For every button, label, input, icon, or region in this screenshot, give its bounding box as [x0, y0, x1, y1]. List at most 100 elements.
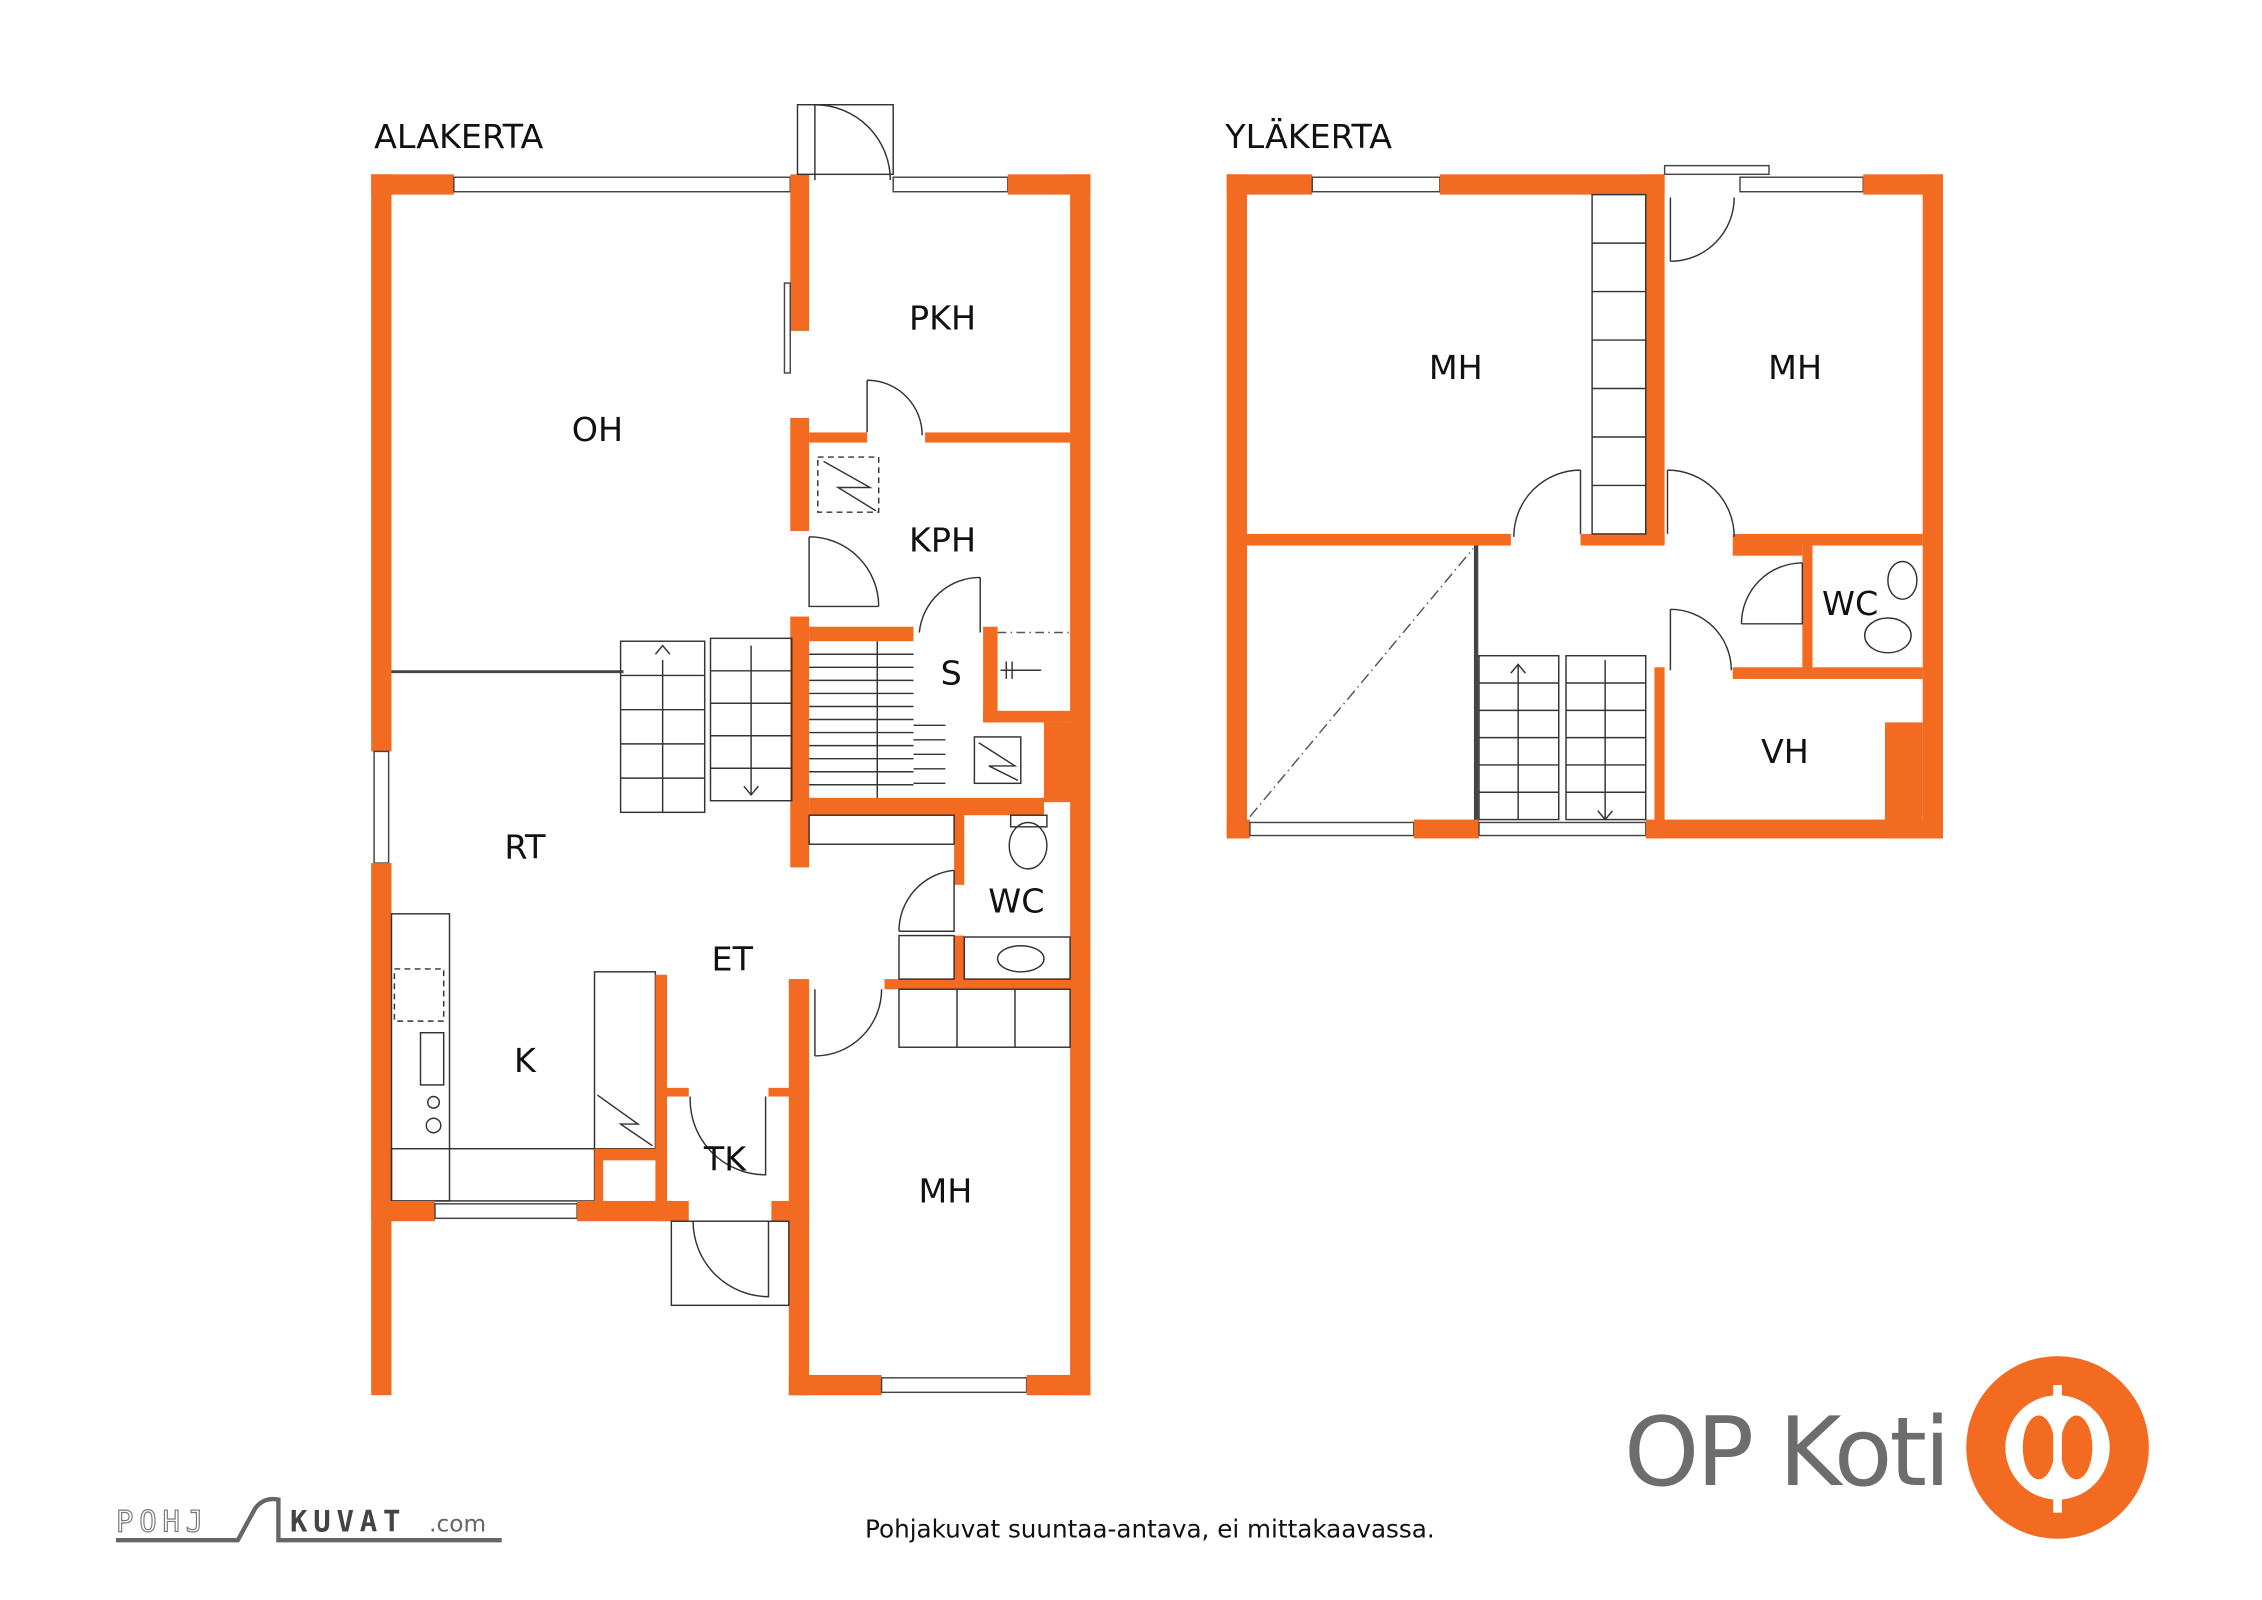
wall: [771, 1200, 810, 1222]
window: [1739, 176, 1864, 193]
room-label-oh: OH: [572, 410, 623, 449]
wall: [790, 417, 810, 532]
logo-text-com: .com: [429, 1511, 486, 1538]
door-swing: [1740, 562, 1804, 625]
upper-floor: YLÄKERTA: [1224, 117, 1943, 839]
wall: [371, 174, 454, 195]
lower-floor: ALAKERTA: [371, 104, 1091, 1396]
door-swing: [1513, 469, 1582, 537]
wall: [1654, 667, 1665, 839]
staircase: [809, 641, 946, 798]
window: [1478, 821, 1647, 837]
arrow-up-icon: [1510, 663, 1526, 820]
shower-symbol: [823, 460, 877, 512]
wardrobe: [898, 988, 1071, 1048]
open-void-line: [1249, 547, 1474, 818]
wall: [594, 1148, 660, 1161]
door-swing: [808, 536, 880, 608]
wall: [983, 626, 998, 723]
wall: [790, 174, 810, 331]
wall: [809, 432, 868, 443]
wall: [371, 1200, 435, 1222]
wall: [1580, 533, 1665, 546]
door-swing: [814, 104, 892, 181]
wall: [1732, 533, 1923, 546]
wall: [1645, 819, 1943, 839]
window: [892, 176, 1009, 193]
wall: [983, 710, 1073, 723]
wardrobe-doors: [956, 989, 1016, 1048]
wall: [1026, 1374, 1091, 1396]
wall: [594, 1148, 604, 1207]
cabinet: [593, 971, 657, 1150]
room-label-wc: WC: [988, 881, 1044, 920]
wall: [1044, 722, 1073, 803]
fridge-icon: [393, 968, 445, 1022]
door-swing: [689, 1096, 767, 1176]
wardrobe-doors: [1592, 242, 1646, 487]
door-swing: [898, 869, 955, 932]
entrance-step: [796, 104, 894, 176]
wardrobe: [1591, 193, 1647, 535]
window: [1249, 821, 1415, 837]
lower-floor-title: ALAKERTA: [374, 117, 543, 156]
kitchen-counter: [390, 1148, 596, 1202]
cabinet: [898, 934, 955, 980]
wall: [577, 1200, 689, 1222]
upper-floor-title: YLÄKERTA: [1224, 117, 1392, 156]
arrow-down-icon: [1597, 660, 1613, 821]
wall: [1413, 819, 1479, 839]
wall: [1226, 174, 1247, 839]
window: [1311, 176, 1441, 193]
room-label-vh: VH: [1761, 732, 1809, 771]
door-swing: [1669, 197, 1735, 263]
sliding-door: [783, 282, 791, 374]
tap-icon: [1000, 661, 1042, 679]
window: [453, 176, 791, 193]
sink-icon: [1887, 560, 1918, 600]
appliance-symbol: [596, 1094, 653, 1147]
wall: [809, 626, 914, 642]
arrow-down-icon: [743, 645, 759, 797]
room-label-mh: MH: [918, 1171, 972, 1210]
wall: [925, 432, 1073, 443]
wall: [655, 974, 667, 1222]
room-label-kph: KPH: [909, 520, 976, 559]
wall: [1732, 667, 1923, 679]
stair-flight: [709, 637, 793, 802]
wall: [788, 1374, 882, 1396]
toilet-tank: [1009, 814, 1048, 828]
wall: [1226, 819, 1250, 839]
vanity: [963, 936, 1071, 980]
wall: [954, 935, 965, 980]
stair-treads: [620, 670, 792, 779]
wall: [1439, 174, 1665, 195]
logo-text-left: POHJ: [116, 1505, 209, 1539]
heater-icon: [973, 736, 1022, 785]
wall: [664, 1087, 689, 1097]
logo-text-right: KUVAT: [290, 1505, 406, 1539]
shelf: [808, 814, 955, 845]
toilet-icon: [1008, 821, 1048, 870]
shower-icon: [817, 456, 880, 513]
stove-burner: [425, 1117, 442, 1134]
stove-icon: [427, 1095, 441, 1109]
balcony-door: [1663, 164, 1770, 176]
brand-name: OP Koti: [1624, 1396, 1948, 1508]
room-label-tk: TK: [703, 1139, 747, 1178]
door-swing: [692, 1221, 770, 1298]
door-swing: [918, 576, 981, 633]
arrow-up-icon: [654, 644, 671, 813]
wall: [371, 174, 392, 752]
door-swing: [866, 379, 923, 436]
door-swing: [1669, 608, 1733, 671]
wall: [1007, 174, 1091, 195]
stair-treads: [1479, 682, 1646, 793]
room-label-mh-1: MH: [1429, 348, 1483, 387]
wall: [768, 1087, 810, 1097]
door-swing: [1666, 469, 1735, 537]
room-label-et: ET: [712, 939, 754, 978]
room-label-mh-2: MH: [1768, 348, 1822, 387]
wall: [1922, 174, 1943, 839]
room-label-s: S: [941, 654, 962, 693]
